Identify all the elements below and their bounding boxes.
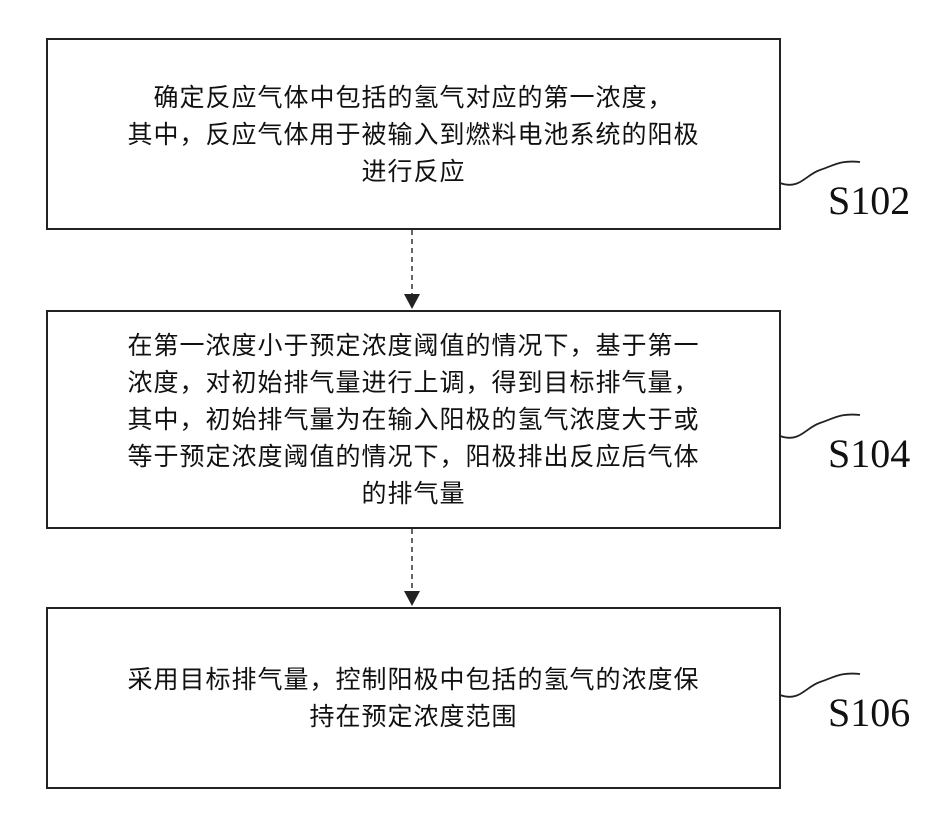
step-box-s102: 确定反应气体中包括的氢气对应的第一浓度， 其中，反应气体用于被输入到燃料电池系统… — [46, 38, 781, 230]
arrowhead-2 — [404, 591, 420, 606]
step-box-s106: 采用目标排气量，控制阳极中包括的氢气的浓度保 持在预定浓度范围 — [46, 607, 781, 789]
step-label-s106: S106 — [828, 689, 910, 736]
arrowhead-1 — [404, 294, 420, 309]
step-box-s104: 在第一浓度小于预定浓度阈值的情况下，基于第一 浓度，对初始排气量进行上调，得到目… — [46, 310, 781, 529]
step-label-s102: S102 — [828, 177, 910, 224]
step-text-s102: 确定反应气体中包括的氢气对应的第一浓度， 其中，反应气体用于被输入到燃料电池系统… — [127, 79, 699, 190]
step-text-s106: 采用目标排气量，控制阳极中包括的氢气的浓度保 持在预定浓度范围 — [127, 661, 699, 735]
step-text-s104: 在第一浓度小于预定浓度阈值的情况下，基于第一 浓度，对初始排气量进行上调，得到目… — [127, 327, 699, 512]
step-label-s104: S104 — [828, 430, 910, 477]
